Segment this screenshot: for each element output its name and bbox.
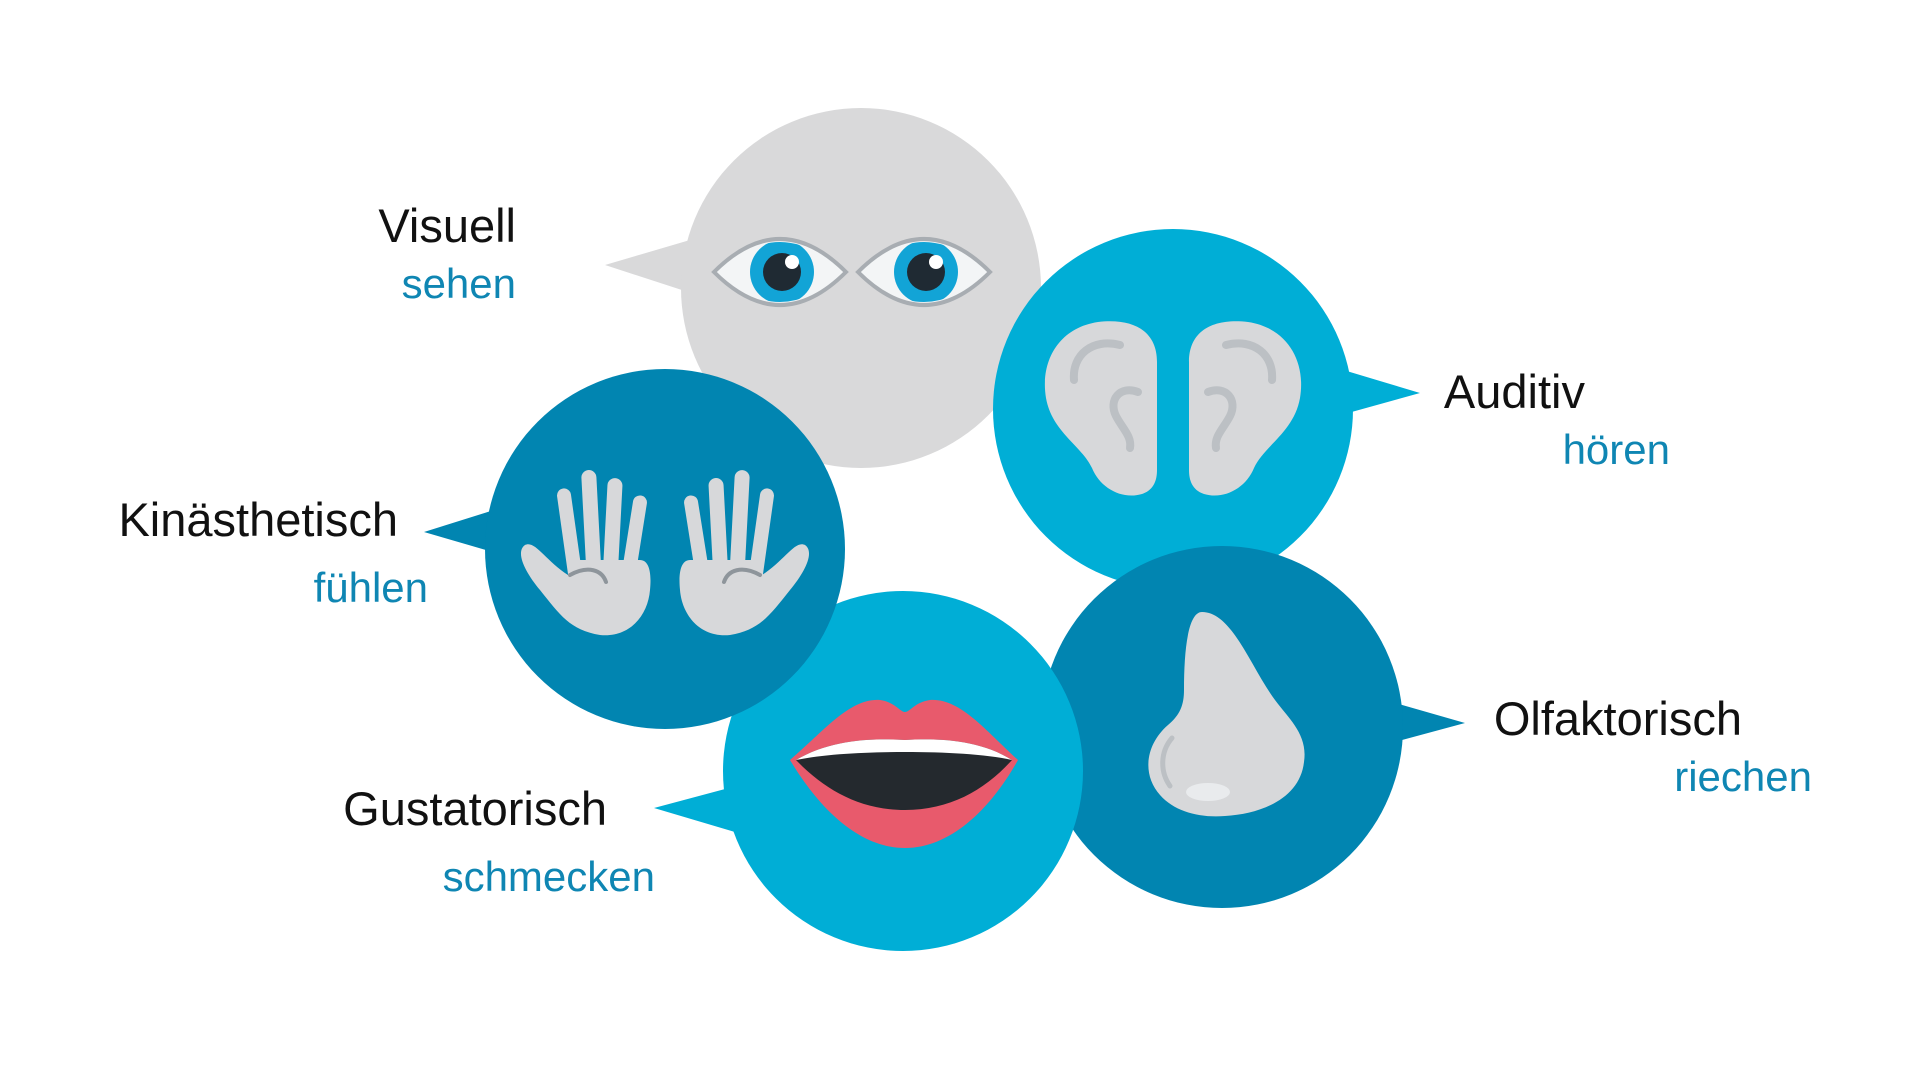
bubble-olfactory — [1041, 546, 1465, 908]
label-auditory: Auditiv hören — [1444, 368, 1670, 471]
hands-icon — [520, 470, 810, 636]
label-auditory-term: Auditiv — [1443, 365, 1585, 418]
bubble-kinesthetic-circle — [485, 369, 845, 729]
eyes-icon — [711, 237, 993, 307]
bubble-visual — [605, 108, 1041, 468]
bubble-auditory-circle — [993, 229, 1353, 589]
label-olfactory-term: Olfaktorisch — [1493, 692, 1742, 745]
label-visual-verb: sehen — [401, 260, 516, 307]
label-gustatory-term: Gustatorisch — [343, 782, 607, 835]
bubble-auditory — [993, 229, 1420, 589]
bubble-gustatory-pointer — [654, 785, 745, 835]
bubble-kinesthetic — [424, 369, 845, 729]
label-gustatory-verb: schmecken — [442, 853, 655, 900]
label-visual: Visuell sehen — [378, 202, 516, 305]
right-hand — [679, 470, 810, 636]
label-visual-term: Visuell — [378, 199, 516, 252]
mouth-icon — [790, 699, 1018, 848]
label-kinesthetic-term: Kinästhetisch — [118, 493, 398, 546]
label-auditory-verb: hören — [1562, 426, 1670, 473]
bubble-gustatory — [654, 591, 1083, 951]
label-kinesthetic-verb: fühlen — [313, 564, 428, 611]
label-kinesthetic: Kinästhetisch fühlen — [118, 496, 428, 609]
bubble-visual-pointer — [605, 240, 690, 292]
ears-icon — [1044, 321, 1302, 496]
bubble-visual-circle — [681, 108, 1041, 468]
nose-icon — [1148, 612, 1305, 817]
label-olfactory: Olfaktorisch riechen — [1494, 695, 1812, 798]
label-gustatory: Gustatorisch schmecken — [343, 785, 655, 898]
left-hand — [520, 470, 651, 636]
label-olfactory-verb: riechen — [1674, 753, 1812, 800]
